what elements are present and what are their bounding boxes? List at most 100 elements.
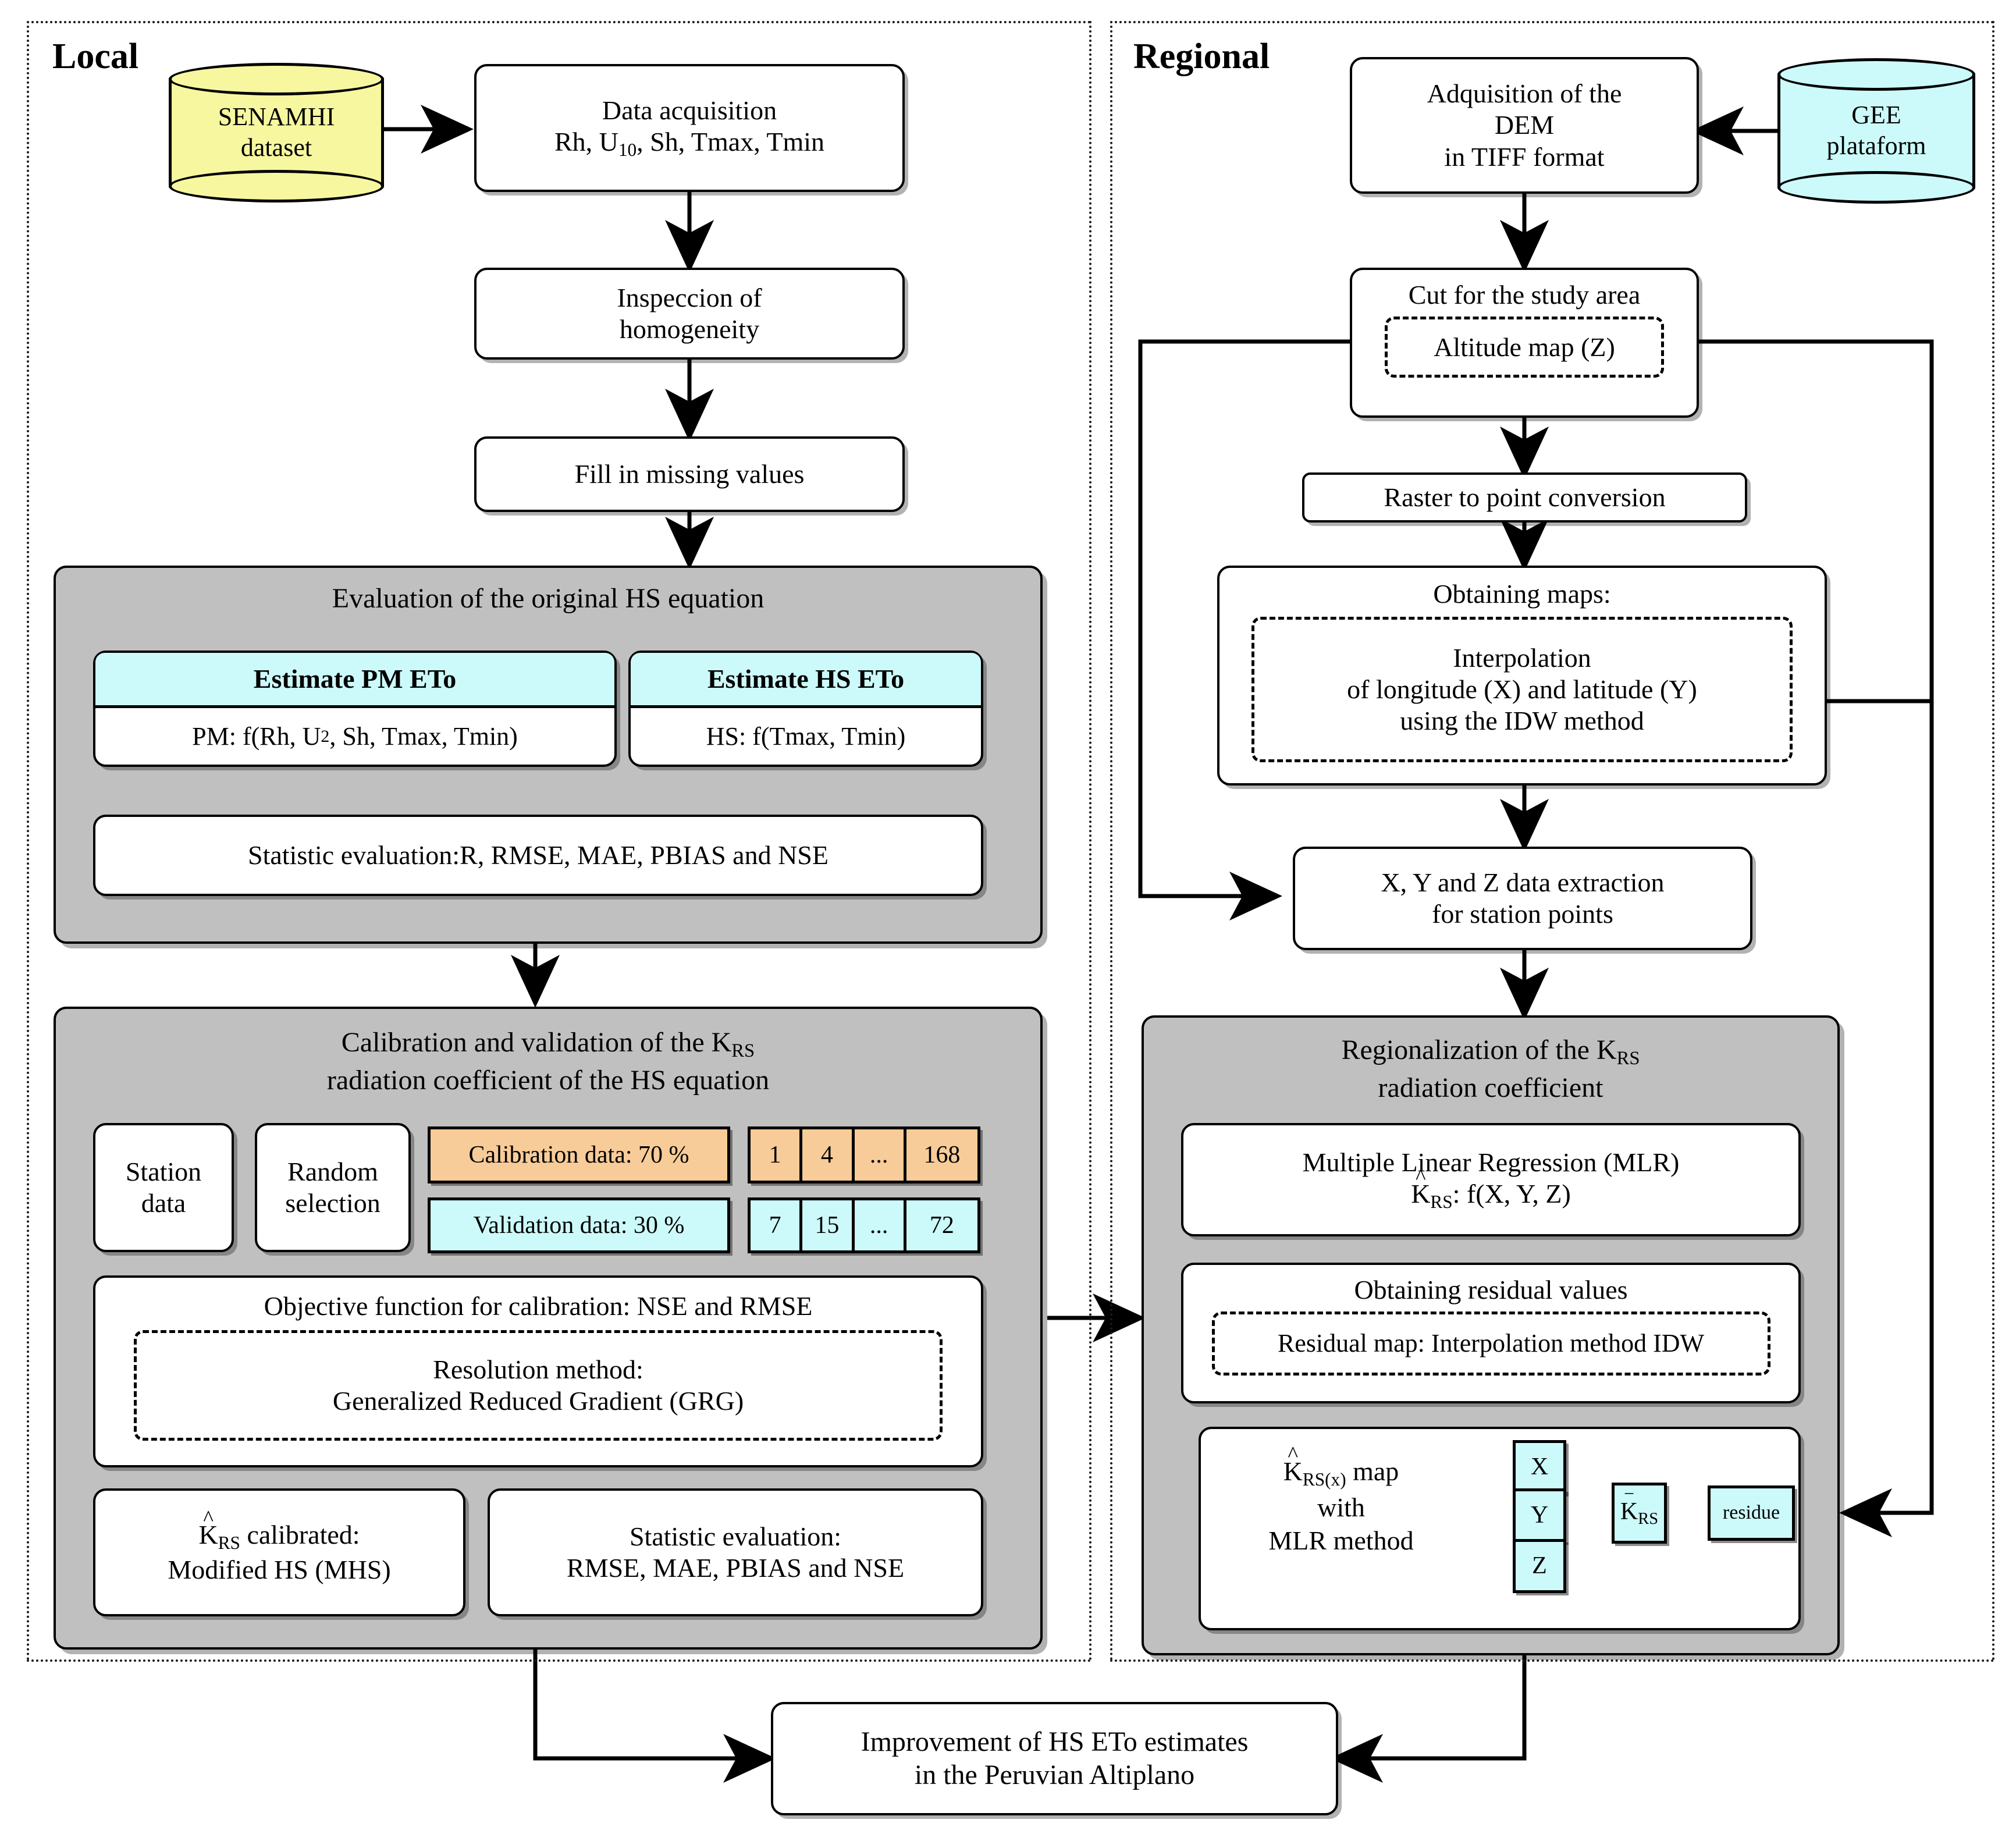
calibration-cell: 1 — [751, 1129, 803, 1181]
obtaining-maps-title: Obtaining maps: — [1433, 579, 1611, 609]
cylinder-body — [169, 78, 384, 187]
resolution-method-box: Resolution method: Generalized Reduced G… — [134, 1330, 943, 1441]
estimate-hs-eto-card[interactable]: Estimate HS ETo HS: f(Tmax, Tmin) — [628, 651, 983, 767]
data-acquisition-line2: Rh, U10, Sh, Tmax, Tmin — [554, 127, 825, 161]
inspection-homogeneity-box[interactable]: Inspeccion of homogeneity — [474, 268, 905, 360]
calibration-title-line1: Calibration and validation of the KRS — [341, 1027, 755, 1062]
calibration-title-line2: radiation coefficient of the HS equation — [326, 1064, 770, 1096]
random-selection-line1: Random — [287, 1156, 378, 1186]
mlr-line2: KRS: f(X, Y, Z) — [1411, 1178, 1571, 1213]
random-selection-line2: selection — [285, 1188, 381, 1218]
senamhi-line1: SENAMHI — [218, 102, 335, 132]
krs-calibrated-box[interactable]: KRS calibrated: Modified HS (MHS) — [93, 1488, 465, 1616]
estimate-hs-eto-header: Estimate HS ETo — [631, 653, 981, 708]
validation-cell: 15 — [802, 1200, 855, 1250]
variable-z-box: Z — [1513, 1539, 1566, 1593]
residual-title: Obtaining residual values — [1354, 1275, 1628, 1305]
validation-cells-strip: 7 15 ... 72 — [748, 1197, 980, 1253]
objective-function-label: Objective function for calibration: NSE … — [264, 1291, 813, 1321]
xyz-extraction-box[interactable]: X, Y and Z data extraction for station p… — [1293, 847, 1752, 950]
validation-data-label: Validation data: 30 % — [473, 1212, 685, 1239]
calibration-cell: 168 — [923, 1142, 961, 1168]
cylinder-top — [169, 63, 384, 95]
dem-line2: DEM — [1494, 110, 1555, 140]
cylinder-bottom — [1777, 171, 1975, 204]
calibration-panel-title: Calibration and validation of the KRS ra… — [54, 1025, 1043, 1098]
interpolation-line3: using the IDW method — [1400, 706, 1644, 736]
cut-study-title: Cut for the study area — [1408, 280, 1641, 310]
krs-map-label: KRS(x) map with MLR method — [1216, 1455, 1466, 1558]
cut-study-area-box[interactable]: Cut for the study area Altitude map (Z) — [1350, 268, 1699, 418]
random-selection-box[interactable]: Random selection — [255, 1123, 411, 1252]
calibration-cell: 4 — [802, 1129, 855, 1181]
validation-data-bar: Validation data: 30 % — [428, 1197, 730, 1253]
validation-cell: ... — [855, 1200, 906, 1250]
regionalization-title-line1: Regionalization of the KRS — [1341, 1035, 1640, 1069]
residue-box: residue — [1708, 1485, 1795, 1541]
regionalization-title-line2: radiation coefficient — [1378, 1072, 1603, 1103]
estimate-hs-eto-body: HS: f(Tmax, Tmin) — [706, 722, 906, 751]
residual-map-label: Residual map: Interpolation method IDW — [1277, 1329, 1705, 1358]
statistic-evaluation-calibrated-box[interactable]: Statistic evaluation: RMSE, MAE, PBIAS a… — [488, 1488, 983, 1616]
statistic-eval2-line1: Statistic evaluation: — [629, 1521, 842, 1551]
variable-y-box: Y — [1513, 1488, 1566, 1543]
interpolation-line2: of longitude (X) and latitude (Y) — [1347, 674, 1697, 705]
dem-line1: Adquisition of the — [1427, 79, 1622, 109]
calibration-data-label: Calibration data: 70 % — [468, 1142, 689, 1168]
altitude-map-box: Altitude map (Z) — [1385, 317, 1664, 378]
gee-plataform-cylinder: GEE plataform — [1777, 58, 1975, 204]
gee-line1: GEE — [1851, 101, 1901, 130]
krs-output-label: KRS — [1620, 1498, 1658, 1529]
calibration-data-bar: Calibration data: 70 % — [428, 1126, 730, 1184]
krs-calibrated-line1: KRS calibrated: — [198, 1519, 360, 1554]
local-region-label: Local — [52, 37, 139, 76]
fill-missing-label: Fill in missing values — [574, 459, 805, 489]
krs-map-line1: KRS(x) map — [1283, 1456, 1399, 1490]
regional-region-label: Regional — [1133, 37, 1270, 76]
data-acquisition-box[interactable]: Data acquisition Rh, U10, Sh, Tmax, Tmin — [474, 64, 905, 192]
inspection-line1: Inspeccion of — [617, 282, 762, 312]
gee-line2: plataform — [1826, 132, 1926, 160]
extraction-line1: X, Y and Z data extraction — [1381, 867, 1665, 897]
statistic-eval2-line2: RMSE, MAE, PBIAS and NSE — [566, 1553, 905, 1583]
resolution-method-line2: Generalized Reduced Gradient (GRG) — [332, 1386, 744, 1416]
interpolation-line1: Interpolation — [1453, 642, 1591, 673]
validation-cell: 7 — [751, 1200, 803, 1250]
improvement-footer-box[interactable]: Improvement of HS ETo estimates in the P… — [771, 1702, 1338, 1815]
senamhi-dataset-cylinder: SENAMHI dataset — [169, 63, 384, 202]
objective-function-box[interactable]: Objective function for calibration: NSE … — [93, 1275, 983, 1467]
calibration-cell: ... — [855, 1129, 906, 1181]
cylinder-top — [1777, 58, 1975, 91]
obtaining-residual-values-box[interactable]: Obtaining residual values Residual map: … — [1181, 1263, 1801, 1403]
obtaining-maps-box[interactable]: Obtaining maps: Interpolation of longitu… — [1217, 566, 1827, 786]
raster-to-point-box[interactable]: Raster to point conversion — [1302, 472, 1747, 523]
cylinder-body — [1777, 73, 1975, 189]
evaluation-panel-title: Evaluation of the original HS equation — [332, 583, 765, 614]
krs-calibrated-line2: Modified HS (MHS) — [168, 1554, 391, 1584]
local-region-boundary — [27, 21, 1091, 1662]
krs-output-box: KRS — [1612, 1483, 1667, 1544]
krs-map-line3: MLR method — [1268, 1526, 1414, 1556]
dem-acquisition-box[interactable]: Adquisition of the DEM in TIFF format — [1350, 57, 1699, 194]
calibration-cells-strip: 1 4 ... 168 — [748, 1126, 980, 1184]
validation-cell: 72 — [929, 1212, 954, 1239]
data-acquisition-line1: Data acquisition — [602, 95, 777, 126]
raster-to-point-label: Raster to point conversion — [1384, 482, 1666, 512]
statistic-evaluation-label: Statistic evaluation:R, RMSE, MAE, PBIAS… — [248, 840, 829, 870]
mlr-line1: Multiple Linear Regression (MLR) — [1302, 1147, 1680, 1177]
mlr-box[interactable]: Multiple Linear Regression (MLR) KRS: f(… — [1181, 1123, 1801, 1236]
krs-map-line2: with — [1317, 1492, 1365, 1522]
station-data-box[interactable]: Station data — [93, 1123, 234, 1252]
variable-x-box: X — [1513, 1440, 1566, 1494]
interpolation-idw-box: Interpolation of longitude (X) and latit… — [1251, 617, 1793, 763]
cylinder-bottom — [169, 170, 384, 202]
fill-missing-values-box[interactable]: Fill in missing values — [474, 436, 905, 512]
resolution-method-line1: Resolution method: — [433, 1355, 643, 1384]
inspection-line2: homogeneity — [619, 314, 760, 344]
station-data-line1: Station — [125, 1156, 202, 1186]
statistic-evaluation-original-box[interactable]: Statistic evaluation:R, RMSE, MAE, PBIAS… — [93, 815, 983, 896]
extraction-line2: for station points — [1432, 899, 1613, 929]
dem-line3: in TIFF format — [1444, 141, 1605, 172]
